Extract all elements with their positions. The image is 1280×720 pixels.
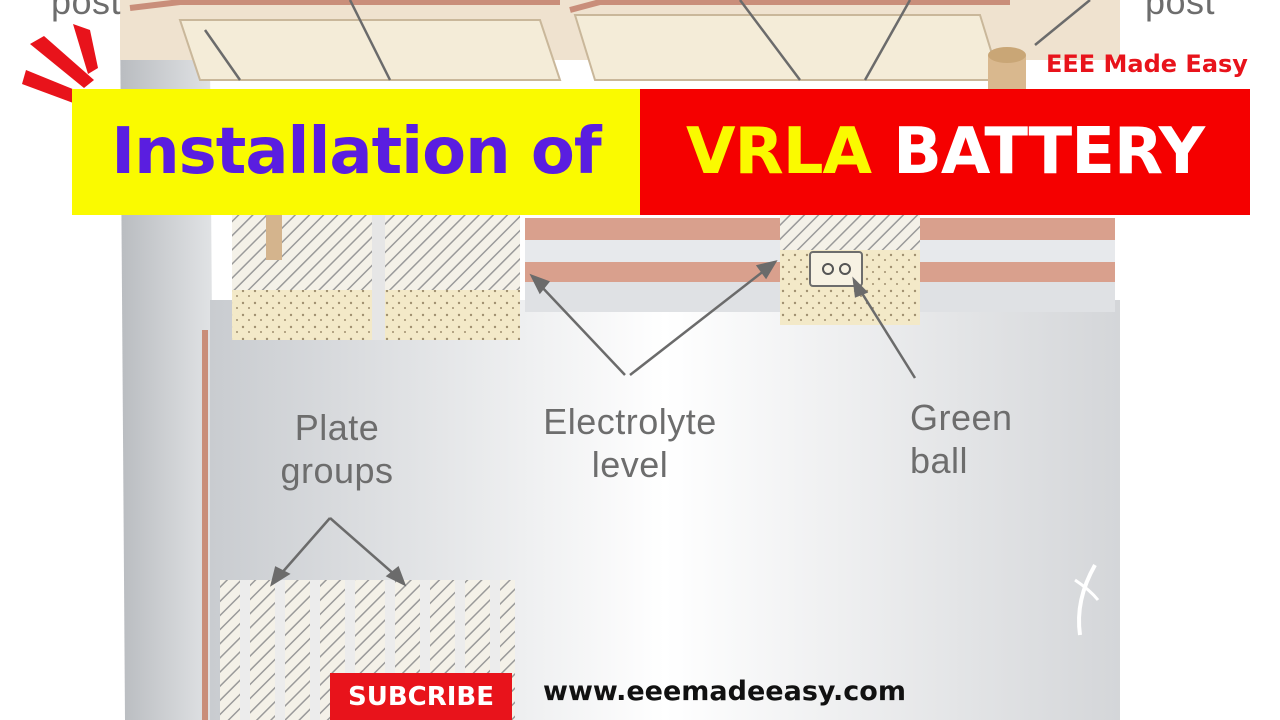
- title-battery: BATTERY: [893, 115, 1204, 189]
- subscribe-button[interactable]: SUBCRIBE: [330, 673, 512, 720]
- title-banner-right: VRLA BATTERY: [640, 89, 1250, 215]
- title-installation-of: Installation of: [111, 115, 600, 189]
- channel-brand: EEE Made Easy: [1046, 50, 1248, 78]
- green-ball-label: Green ball: [910, 396, 1050, 482]
- electrolyte-level-label: Electrolyte level: [520, 400, 740, 486]
- title-banner-left: Installation of: [72, 89, 640, 215]
- terminal-post-label-right: post: [1130, 0, 1230, 23]
- website-url: www.eeemadeeasy.com: [543, 676, 906, 707]
- terminal-post-label-left: post: [36, 0, 136, 23]
- title-vrla: VRLA: [686, 115, 871, 189]
- plate-groups-label: Plate groups: [262, 406, 412, 492]
